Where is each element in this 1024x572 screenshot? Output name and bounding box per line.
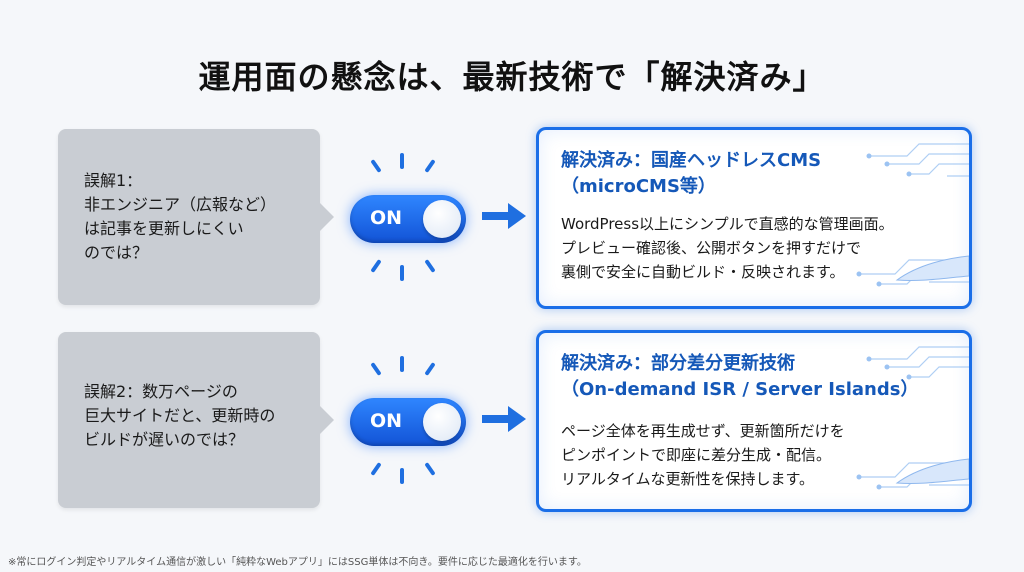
right-arrow-icon: [482, 406, 526, 432]
solution-card-2: 解決済み：部分差分更新技術 （On-demand ISR / Server Is…: [536, 330, 972, 512]
solution-card-1: 解決済み：国産ヘッドレスCMS （microCMS等） WordPress以上に…: [536, 127, 972, 309]
toggle-group-1: ON: [344, 147, 474, 287]
ray-line: [400, 265, 404, 281]
toggle-knob: [423, 200, 461, 238]
ray-line: [370, 462, 382, 476]
myth-text-2: 誤解2：数万ページの 巨大サイトだと、更新時の ビルドが遅いのでは？: [84, 382, 276, 449]
solution-title-1: 解決済み：国産ヘッドレスCMS （microCMS等）: [561, 150, 822, 197]
myth-card-1: 誤解1： 非エンジニア（広報など） は記事を更新しにくい のでは？: [58, 129, 334, 305]
myth-card-2: 誤解2：数万ページの 巨大サイトだと、更新時の ビルドが遅いのでは？: [58, 332, 334, 508]
page-title: 運用面の懸念は、最新技術で「解決済み」: [198, 58, 826, 96]
ray-line: [424, 462, 436, 476]
ray-line: [400, 356, 404, 372]
right-arrow-icon: [482, 203, 526, 229]
solution-body-1: WordPress以上にシンプルで直感的な管理画面。 プレビュー確認後、公開ボタ…: [561, 215, 894, 281]
ray-line: [400, 153, 404, 169]
ray-line: [424, 362, 436, 376]
myth-text-1: 誤解1： 非エンジニア（広報など） は記事を更新しにくい のでは？: [84, 171, 277, 262]
comparison-row-2: 誤解2：数万ページの 巨大サイトだと、更新時の ビルドが遅いのでは？ ON: [0, 330, 1024, 512]
comparison-row-1: 誤解1： 非エンジニア（広報など） は記事を更新しにくい のでは？ ON: [0, 127, 1024, 309]
circuit-decoration: [856, 143, 969, 287]
ray-line: [370, 362, 382, 376]
ray-line: [370, 259, 382, 273]
footnote: ※常にログイン判定やリアルタイム通信が激しい「純粋なWebアプリ」にはSSG単体…: [8, 557, 587, 568]
ray-line: [400, 468, 404, 484]
on-toggle-switch[interactable]: ON: [350, 195, 466, 243]
toggle-label: ON: [370, 207, 403, 229]
ray-line: [424, 159, 436, 173]
toggle-label: ON: [370, 410, 403, 432]
ray-line: [370, 159, 382, 173]
toggle-group-2: ON: [344, 350, 474, 490]
on-toggle-switch[interactable]: ON: [350, 398, 466, 446]
circuit-decoration: [856, 346, 969, 490]
solution-body-2: ページ全体を再生成せず、更新箇所だけを ピンポイントで即座に差分生成・配信。 リ…: [561, 422, 845, 488]
toggle-knob: [423, 403, 461, 441]
ray-line: [424, 259, 436, 273]
solution-title-2: 解決済み：部分差分更新技術 （On-demand ISR / Server Is…: [561, 353, 919, 400]
